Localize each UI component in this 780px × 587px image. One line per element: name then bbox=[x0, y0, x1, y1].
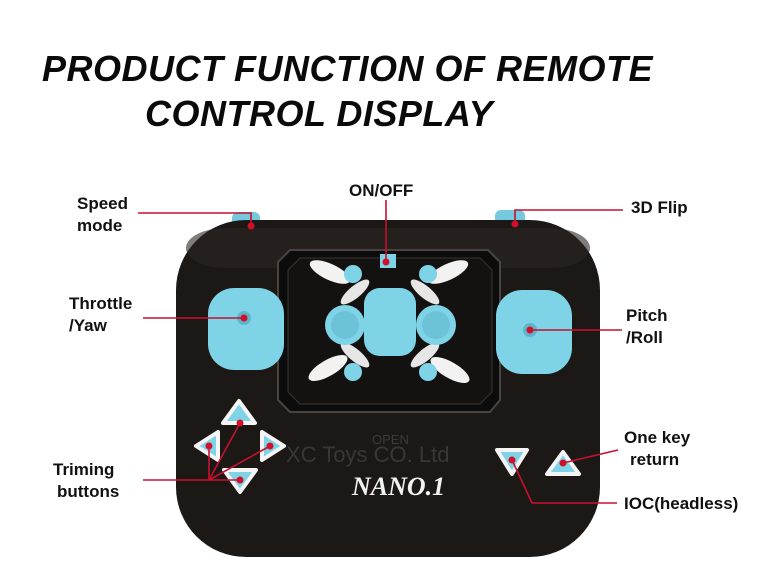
throttle-yaw-stick[interactable] bbox=[208, 288, 284, 370]
label-3d-flip: 3D Flip bbox=[631, 198, 688, 217]
title-line-1: PRODUCT FUNCTION OF REMOTE bbox=[42, 48, 653, 89]
open-label: OPEN bbox=[372, 432, 409, 447]
drone-icon bbox=[308, 254, 470, 383]
brand-logo: NANO.1 bbox=[351, 472, 445, 501]
label-ioc-headless: IOC(headless) bbox=[624, 494, 739, 513]
leader-dots bbox=[205, 220, 567, 484]
leader-lines bbox=[138, 200, 623, 504]
watermark: XC Toys CO. Ltd bbox=[286, 442, 449, 467]
label-on-off: ON/OFF bbox=[349, 181, 414, 200]
label-pitch-roll: Pitch/Roll bbox=[626, 306, 668, 347]
label-throttle-yaw: Throttle/Yaw bbox=[69, 294, 133, 335]
title-line-2: CONTROL DISPLAY bbox=[145, 93, 494, 134]
